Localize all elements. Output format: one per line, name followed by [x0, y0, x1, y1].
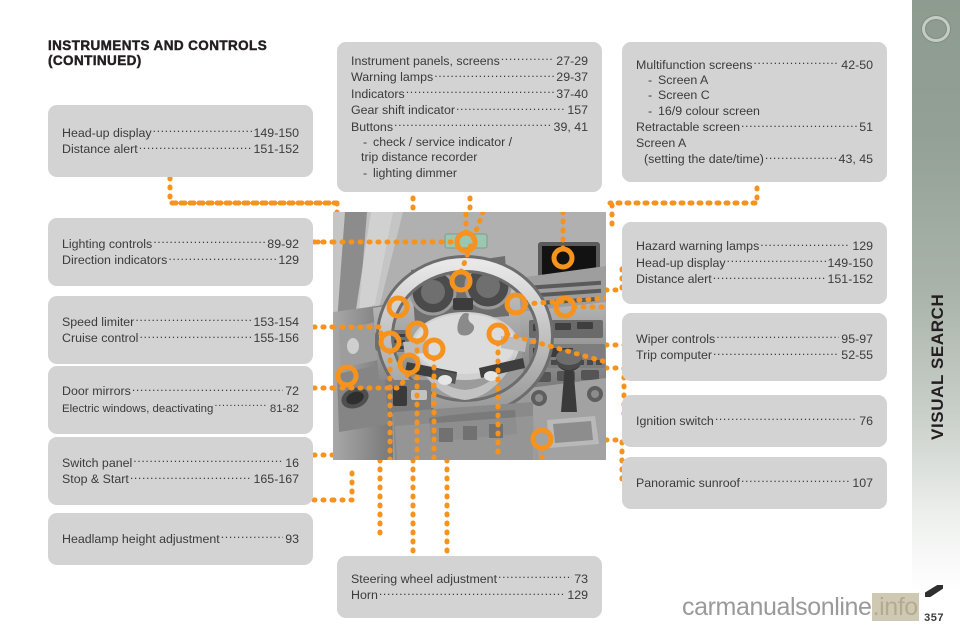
head-up-display-box[interactable]: Head-up display 149-150 Distance alert 1…	[48, 105, 313, 177]
list-item: Speed limiter 153-154	[62, 314, 299, 330]
list-item: Panoramic sunroof 107	[636, 475, 873, 491]
list-item: Wiper controls 95-97	[636, 331, 873, 347]
list-item-heading: Screen A	[636, 135, 687, 150]
leader-dots	[456, 102, 565, 114]
leader-dots	[713, 347, 839, 359]
list-item: Head-up display 149-150	[62, 125, 299, 141]
leader-dots	[153, 125, 252, 137]
sidebar-section-label: VISUAL SEARCH	[928, 293, 947, 440]
leader-dots	[715, 413, 857, 425]
leader-dots	[139, 141, 252, 153]
list-item: Warning lamps 29-37	[351, 69, 588, 85]
watermark-text: carmanualsonline	[682, 593, 872, 621]
sub-item: -Screen C	[648, 88, 710, 103]
leader-dots	[406, 86, 555, 98]
list-item: Door mirrors 72	[62, 383, 299, 399]
leader-dots	[379, 587, 565, 599]
lighting-controls-box[interactable]: Lighting controls 89-92 Direction indica…	[48, 218, 313, 286]
page-title: INSTRUMENTS AND CONTROLS (CONTINUED)	[48, 38, 348, 68]
sub-item-continued: trip distance recorder	[361, 150, 478, 165]
steering-wheel-adjustment-box[interactable]: Steering wheel adjustment 73 Horn 129	[337, 556, 602, 618]
dash-marker: -	[648, 72, 653, 87]
sub-item: -lighting dimmer	[363, 165, 458, 180]
leader-dots	[135, 314, 251, 326]
list-item: Cruise control 155-156	[62, 330, 299, 346]
sub-item: -check / service indicator /	[363, 134, 513, 149]
list-item: Steering wheel adjustment 73	[351, 571, 588, 587]
leader-dots	[760, 238, 850, 250]
leader-dots	[727, 255, 826, 267]
leader-dots	[133, 455, 283, 467]
list-item: Direction indicators 129	[62, 252, 299, 268]
leader-dots	[741, 475, 850, 487]
page-number: 357	[924, 612, 944, 624]
leader-dots	[713, 271, 826, 283]
instrument-panels-box[interactable]: Instrument panels, screens 27-29 Warning…	[337, 42, 602, 192]
site-watermark: carmanualsonline.info	[682, 593, 919, 622]
list-item: Hazard warning lamps 129	[636, 238, 873, 254]
list-item: Trip computer 52-55	[636, 347, 873, 363]
list-item: Switch panel 16	[62, 455, 299, 471]
wiper-controls-box[interactable]: Wiper controls 95-97 Trip computer 52-55	[622, 313, 887, 381]
list-item: (setting the date/time) 43, 45	[636, 151, 873, 167]
section-sidebar: VISUAL SEARCH	[912, 0, 960, 592]
door-mirrors-box[interactable]: Door mirrors 72 Electric windows, deacti…	[48, 366, 313, 434]
car-dashboard-illustration	[333, 212, 606, 460]
dash-marker: -	[363, 165, 368, 180]
leader-dots	[753, 57, 839, 69]
list-item: Horn 129	[351, 587, 588, 603]
page-title-line-1: INSTRUMENTS AND CONTROLS	[48, 38, 268, 53]
leader-dots	[741, 119, 857, 131]
leader-dots	[498, 571, 572, 583]
leader-dots	[139, 330, 251, 342]
leader-dots	[501, 53, 555, 65]
ignition-switch-box[interactable]: Ignition switch 76	[622, 395, 887, 447]
leader-dots	[765, 151, 837, 163]
list-item: Stop & Start 165-167	[62, 471, 299, 487]
sub-item: -Screen A	[648, 72, 709, 87]
leader-dots	[168, 252, 276, 264]
page-title-line-2: (CONTINUED)	[48, 53, 142, 68]
headlamp-height-adjustment-box[interactable]: Headlamp height adjustment 93	[48, 513, 313, 565]
list-item: Ignition switch 76	[636, 413, 873, 429]
leader-dots	[132, 383, 283, 395]
hazard-warning-lamps-box[interactable]: Hazard warning lamps 129 Head-up display…	[622, 222, 887, 304]
sub-item: -16/9 colour screen	[648, 103, 760, 118]
watermark-tld: .info	[871, 593, 919, 621]
list-item: Gear shift indicator 157	[351, 102, 588, 118]
list-item: Distance alert 151-152	[636, 271, 873, 287]
list-item: Multifunction screens 42-50	[636, 57, 873, 73]
multifunction-screens-box[interactable]: Multifunction screens 42-50 -Screen A -S…	[622, 42, 887, 182]
leader-dots	[130, 471, 252, 483]
leader-dots	[153, 236, 265, 248]
circle-ring-icon	[922, 16, 950, 42]
leader-dots	[214, 400, 268, 412]
list-item: Retractable screen 51	[636, 119, 873, 135]
dash-marker: -	[363, 134, 368, 149]
dash-marker: -	[648, 88, 653, 103]
list-item: Instrument panels, screens 27-29	[351, 53, 588, 69]
leader-dots	[221, 531, 283, 543]
list-item: Electric windows, deactivating 81-82	[62, 400, 299, 417]
list-item: Lighting controls 89-92	[62, 236, 299, 252]
panoramic-sunroof-box[interactable]: Panoramic sunroof 107	[622, 457, 887, 509]
leader-dots	[394, 119, 552, 131]
list-item: Headlamp height adjustment 93	[62, 531, 299, 547]
list-item: Indicators 37-40	[351, 86, 588, 102]
list-item: Head-up display 149-150	[636, 255, 873, 271]
dash-marker: -	[648, 103, 653, 118]
leader-dots	[716, 331, 839, 343]
switch-panel-box[interactable]: Switch panel 16 Stop & Start 165-167	[48, 437, 313, 505]
list-item: Distance alert 151-152	[62, 141, 299, 157]
leader-dots	[434, 69, 554, 81]
list-item: Buttons 39, 41	[351, 119, 588, 135]
speed-limiter-box[interactable]: Speed limiter 153-154 Cruise control 155…	[48, 296, 313, 364]
